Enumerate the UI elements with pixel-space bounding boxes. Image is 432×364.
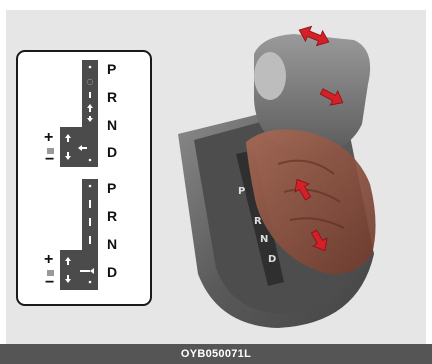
console-label-p: P: [238, 186, 245, 197]
console-label-r: R: [254, 216, 262, 227]
gear-label-d-bottom: D: [107, 264, 117, 280]
console-label-n: N: [260, 234, 268, 245]
gear-label-r-bottom: R: [107, 208, 117, 224]
minus-label-top: −: [45, 152, 54, 168]
gear-label-p-bottom: P: [107, 180, 116, 196]
gate-manual-slot-top: [60, 127, 98, 167]
gear-label-n-top: N: [107, 117, 117, 133]
minus-label-bottom: −: [45, 275, 54, 291]
plus-label-bottom: +: [44, 252, 53, 268]
console-label-d: D: [268, 254, 276, 265]
plus-label-top: +: [44, 130, 53, 146]
shift-gate-top: ◌: [60, 60, 98, 167]
shift-gate-bottom: [60, 179, 98, 290]
manual-gate-indicator-bottom: [47, 270, 54, 276]
gear-shifter-illustration: P R N D: [158, 14, 420, 340]
gear-label-r-top: R: [107, 89, 117, 105]
manual-gate-indicator-top: [47, 148, 54, 154]
figure-caption: OYB050071L: [0, 344, 432, 364]
svg-text:◌: ◌: [87, 77, 94, 86]
gear-label-p-top: P: [107, 61, 116, 77]
knob-side-cap: [254, 52, 286, 100]
gear-label-d-top: D: [107, 144, 117, 160]
gear-label-n-bottom: N: [107, 236, 117, 252]
